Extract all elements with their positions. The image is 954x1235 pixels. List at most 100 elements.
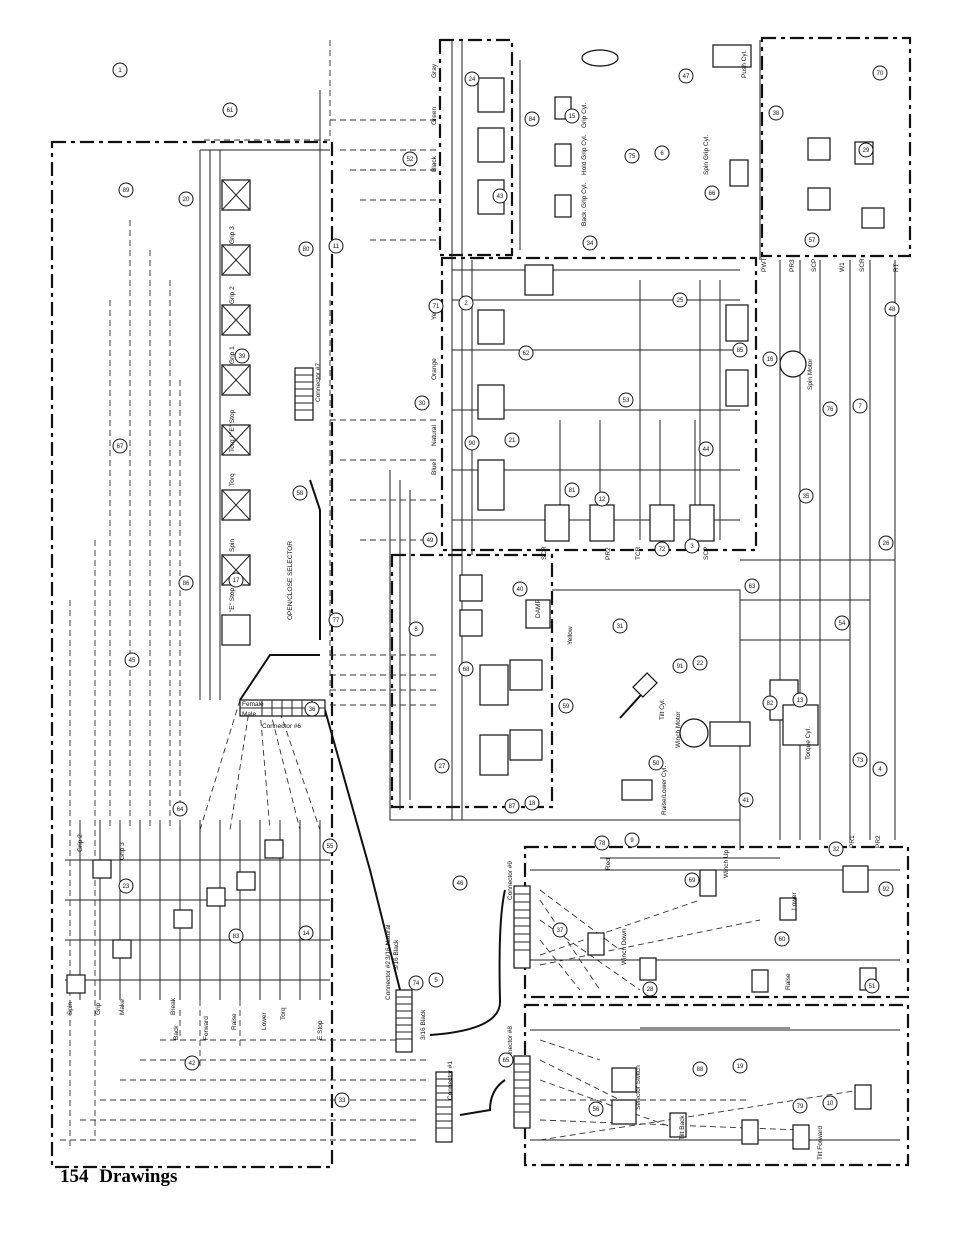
switch-label-2: Break [170, 997, 177, 1015]
svg-text:65: 65 [503, 1058, 510, 1064]
svg-text:36: 36 [309, 707, 316, 713]
component-label-10: Raise/Lower Cyl. [661, 766, 668, 815]
connector-labels: Connector #7 Connector #6 Connector #2 C… [242, 363, 514, 1100]
svg-text:43: 43 [497, 194, 504, 200]
connector-9-label: Connector #9 [507, 861, 514, 900]
svg-text:52: 52 [407, 157, 414, 163]
callout-bubble-39: 39 [234, 348, 250, 364]
valve-label-6: Spin [229, 539, 236, 552]
svg-text:57: 57 [809, 238, 816, 244]
svg-text:74: 74 [413, 981, 420, 987]
svg-text:76: 76 [827, 407, 834, 413]
svg-text:35: 35 [803, 494, 810, 500]
valve-label-12: Lower [791, 891, 798, 910]
callout-bubble-71: 71 [428, 298, 444, 314]
svg-text:28: 28 [647, 987, 654, 993]
svg-text:71: 71 [433, 304, 440, 310]
callout-bubble-68: 68 [458, 661, 474, 677]
wire-color-label-8: Red [605, 858, 612, 870]
switch-label-5: Forward [203, 1016, 210, 1040]
callout-bubble-31: 31 [612, 618, 628, 634]
svg-text:21: 21 [509, 438, 516, 444]
connector-blocks [239, 367, 531, 1143]
svg-text:59: 59 [563, 704, 570, 710]
callout-bubble-46: 46 [452, 875, 468, 891]
callout-bubble-56: 56 [588, 1101, 604, 1117]
frame-spin-grip-circuit [760, 36, 912, 258]
svg-text:75: 75 [629, 154, 636, 160]
svg-text:51: 51 [869, 984, 876, 990]
manifold-valves [459, 77, 749, 776]
valve-label-5: Torq [229, 473, 236, 486]
frame-control-panel [50, 140, 334, 1169]
svg-text:23: 23 [123, 884, 130, 890]
svg-text:14: 14 [303, 931, 310, 937]
connector-8-label: Connector #8 [507, 1026, 514, 1065]
callout-bubble-47: 47 [678, 68, 694, 84]
component-label-8: Tilt Cyl. [659, 698, 666, 720]
callout-bubble-62: 62 [518, 345, 534, 361]
callout-bubble-49: 49 [422, 532, 438, 548]
callout-bubble-66: 66 [704, 185, 720, 201]
switch-label-9: E Stop [317, 1020, 324, 1040]
wire-color-label-10: 3/16 Natural [385, 924, 392, 960]
callout-bubble-35: 35 [798, 488, 814, 504]
valve-label-3: Grip 1 [229, 346, 236, 364]
port-label-4: W1 [839, 262, 846, 272]
callout-bubble-70: 70 [872, 65, 888, 81]
svg-text:54: 54 [839, 621, 846, 627]
svg-text:37: 37 [557, 928, 564, 934]
callout-bubble-26: 26 [878, 535, 894, 551]
component-label-6: Spin Motor [807, 358, 814, 390]
svg-text:80: 80 [303, 247, 310, 253]
svg-text:5: 5 [434, 978, 438, 984]
callout-bubble-86: 86 [178, 575, 194, 591]
page-footer: 154 Drawings [60, 1166, 183, 1188]
switch-panel [66, 839, 284, 994]
callout-bubble-14: 14 [298, 925, 314, 941]
svg-text:90: 90 [469, 441, 476, 447]
callout-bubble-73: 73 [852, 752, 868, 768]
svg-text:66: 66 [709, 191, 716, 197]
callout-bubble-45: 45 [124, 652, 140, 668]
callout-bubble-42: 42 [184, 1055, 200, 1071]
svg-text:73: 73 [857, 758, 864, 764]
callout-bubble-88: 88 [692, 1061, 708, 1077]
svg-text:20: 20 [183, 197, 190, 203]
switch-label-4: Back [173, 1025, 180, 1040]
component-label-2: Spin Grip Cyl. [703, 135, 710, 175]
connector-9-block [513, 885, 531, 969]
callout-bubble-5: 5 [428, 972, 444, 988]
wire-color-label-11: 3/16 Black [393, 939, 400, 970]
wire-color-labels: GrayGreenBlackYellowOrangeNaturalBlueRed… [385, 63, 612, 1040]
svg-text:40: 40 [517, 587, 524, 593]
connector-7-label: Connector #7 [315, 363, 322, 402]
wire-color-label-9: Yellow [567, 626, 574, 645]
svg-text:34: 34 [587, 241, 594, 247]
svg-text:41: 41 [743, 798, 750, 804]
svg-text:72: 72 [659, 547, 666, 553]
svg-text:68: 68 [463, 667, 470, 673]
callout-bubble-17: 17 [228, 572, 244, 588]
callout-bubble-85: 85 [732, 342, 748, 358]
svg-text:22: 22 [697, 661, 704, 667]
switch-label-11: Grip 2 [77, 834, 84, 852]
component-label-4: Hold Grip Cyl. [581, 134, 588, 175]
component-label-7: Winch Motor [675, 711, 682, 748]
callout-bubble-54: 54 [834, 615, 850, 631]
svg-text:2: 2 [464, 301, 468, 307]
port-label-1: PWT [761, 258, 768, 272]
port-label-11: PR2 [605, 547, 612, 560]
svg-text:15: 15 [569, 114, 576, 120]
callout-bubble-53: 53 [618, 392, 634, 408]
port-label-10: TCR [635, 546, 642, 560]
port-label-7: PR1 [849, 835, 856, 848]
svg-text:33: 33 [339, 1098, 346, 1104]
callout-bubble-89: 89 [118, 182, 134, 198]
svg-text:46: 46 [457, 881, 464, 887]
svg-text:64: 64 [177, 807, 184, 813]
left-valve-stack [221, 179, 251, 646]
svg-text:3: 3 [690, 544, 694, 550]
svg-text:82: 82 [767, 701, 774, 707]
